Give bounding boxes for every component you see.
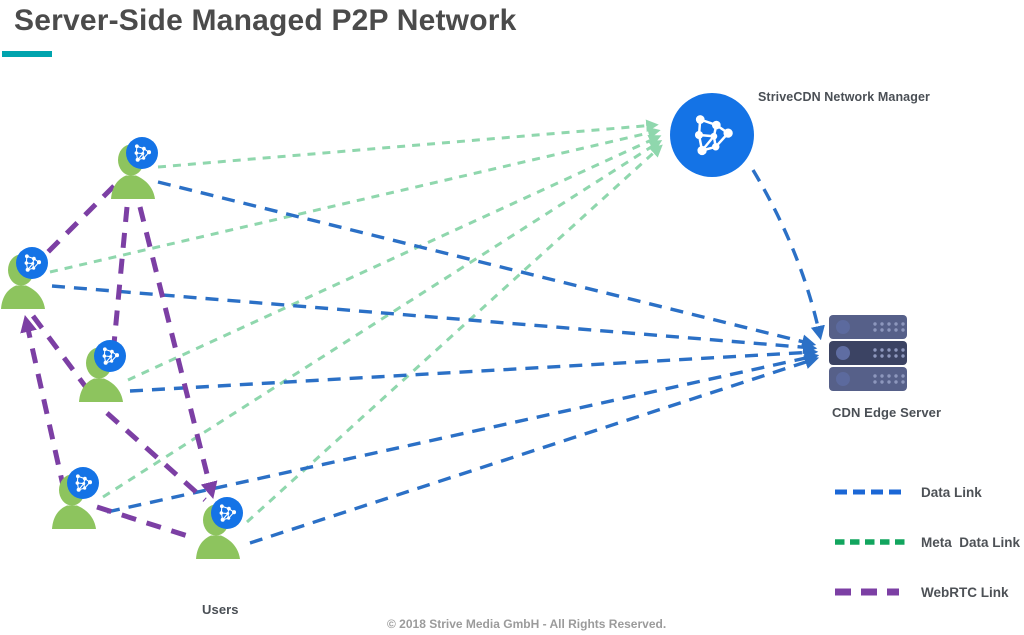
meta-data-link-line (127, 134, 662, 382)
data-link-line (157, 180, 817, 349)
data-link-line (751, 169, 825, 341)
meta-data-link-line (245, 144, 663, 524)
user-node (52, 467, 99, 529)
webrtc-link-line (46, 184, 116, 254)
cdn-edge-server-label: CDN Edge Server (832, 405, 942, 420)
webrtc-link-swatch-icon (835, 588, 899, 596)
users-label: Users (202, 602, 239, 617)
legend-label: Data Link (921, 484, 982, 500)
data-link-swatch-icon (835, 489, 905, 495)
network-manager-node (670, 93, 754, 177)
legend-item-data-link: Data Link (835, 484, 1024, 500)
legend-item-webrtc-link: WebRTC Link (835, 584, 1024, 600)
meta-data-link-swatch-icon (835, 539, 905, 545)
user-node (1, 247, 48, 309)
network-badge-icon (67, 467, 99, 499)
legend-label: Meta Data Link (921, 534, 1021, 550)
network-manager-label: StriveCDN Network Manager (758, 90, 930, 104)
user-node (111, 137, 158, 199)
network-badge-icon (16, 247, 48, 279)
data-link-line (129, 345, 819, 393)
network-badge-icon (211, 497, 243, 529)
cdn-edge-server-node (829, 315, 907, 391)
meta-data-link-line (102, 139, 663, 499)
data-links (51, 169, 825, 545)
webrtc-link-line (111, 206, 130, 345)
webrtc-link-line (105, 411, 207, 502)
webrtc-links (20, 184, 218, 541)
network-badge-icon (94, 340, 126, 372)
data-link-line (51, 284, 818, 355)
legend-item-meta-data-link: Meta Data Link (835, 534, 1024, 550)
server-vent-dots (873, 322, 905, 384)
server-drive-light (836, 320, 850, 334)
user-node (79, 340, 126, 402)
webrtc-link-line (20, 315, 67, 491)
data-link-line (106, 351, 820, 514)
title-accent-bar (2, 51, 52, 57)
server-drive-light (836, 346, 850, 360)
network-badge-icon (126, 137, 158, 169)
server-drive-light (836, 372, 850, 386)
webrtc-link-line (96, 504, 195, 541)
data-link-line (249, 355, 820, 545)
user-node (196, 497, 243, 559)
copyright-text: © 2018 Strive Media GmbH - All Rights Re… (387, 617, 667, 631)
page-title: Server-Side Managed P2P Network (14, 4, 517, 37)
meta-data-link-line (157, 119, 659, 169)
webrtc-link-line (137, 206, 218, 499)
legend-label: WebRTC Link (921, 584, 1009, 600)
legend: Data Link Meta Data Link WebRTC Link (835, 484, 1024, 634)
